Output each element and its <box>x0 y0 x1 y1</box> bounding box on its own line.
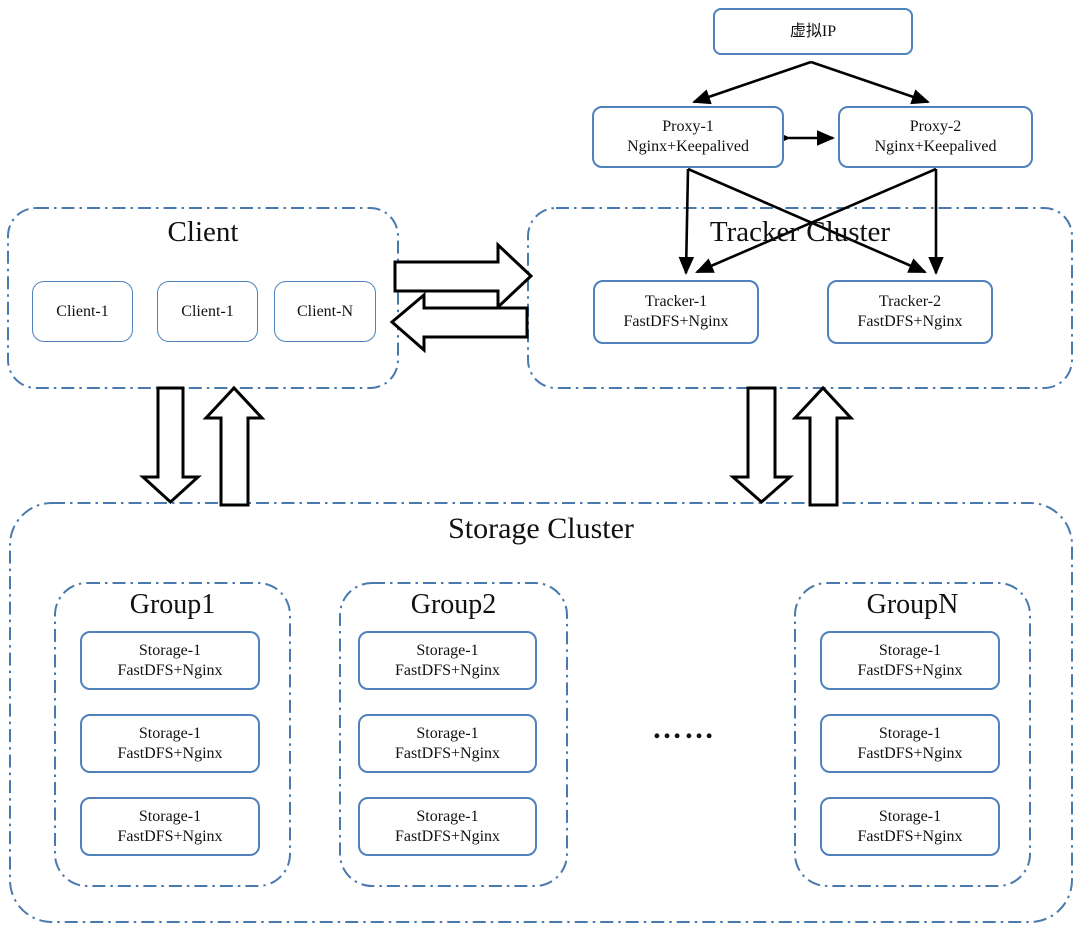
tracker-cluster-outline <box>527 207 1073 389</box>
proxy1-to-tracker1-arrow <box>678 168 695 276</box>
storage-name: Storage-1 <box>878 807 942 825</box>
client-cluster-title: Client <box>167 216 239 248</box>
group2-storage3-node: Storage-1 FastDFS+Nginx <box>358 797 537 856</box>
tracker-to-client-block-arrow <box>389 291 529 354</box>
group1-outline <box>54 582 291 887</box>
virtual-ip-label: 虚拟IP <box>789 22 837 40</box>
storage-name: Storage-1 <box>416 724 479 742</box>
client-to-tracker-block-arrow <box>393 241 534 311</box>
group2-storage1-node: Storage-1 FastDFS+Nginx <box>358 631 537 690</box>
tracker-to-storage-down-block-arrow <box>729 386 794 504</box>
group1-storage1-node: Storage-1 FastDFS+Nginx <box>80 631 260 690</box>
group1-title: Group1 <box>129 589 216 620</box>
proxy2-name: Proxy-2 <box>909 118 962 135</box>
storage-stack: FastDFS+Nginx <box>857 661 963 679</box>
storage-stack: FastDFS+Nginx <box>857 827 963 845</box>
groupN-storage2-node: Storage-1 FastDFS+Nginx <box>820 714 1000 773</box>
tracker1-stack: FastDFS+Nginx <box>623 313 729 330</box>
vip-to-proxy1-arrow <box>692 60 812 105</box>
clientN-label: Client-N <box>297 302 353 320</box>
storage-name: Storage-1 <box>416 807 479 825</box>
client-cluster-outline <box>7 207 399 389</box>
groupN-outline <box>794 582 1031 887</box>
tracker1-node: Tracker-1 FastDFS+Nginx <box>593 280 759 344</box>
storage-to-client-up-block-arrow <box>202 385 266 507</box>
storage-stack: FastDFS+Nginx <box>394 827 501 845</box>
tracker2-stack: FastDFS+Nginx <box>857 313 963 330</box>
virtual-ip-node: 虚拟IP <box>713 8 913 55</box>
proxy2-stack: Nginx+Keepalived <box>874 138 997 155</box>
storage-name: Storage-1 <box>878 724 942 742</box>
tracker2-node: Tracker-2 FastDFS+Nginx <box>827 280 993 344</box>
proxy1-name: Proxy-1 <box>662 118 714 135</box>
storage-stack: FastDFS+Nginx <box>117 744 223 762</box>
more-groups-ellipsis: …… <box>652 712 716 745</box>
group1-storage2-node: Storage-1 FastDFS+Nginx <box>80 714 260 773</box>
client-to-storage-down-block-arrow <box>139 386 202 505</box>
client1-label: Client-1 <box>56 302 109 320</box>
client2-node: Client-1 <box>157 281 258 342</box>
storage-name: Storage-1 <box>878 641 942 659</box>
groupN-title: GroupN <box>866 589 959 620</box>
tracker1-name: Tracker-1 <box>644 293 708 310</box>
tracker-cluster-title: Tracker Cluster <box>709 216 891 248</box>
storage-name: Storage-1 <box>138 724 202 742</box>
proxy1-node: Proxy-1 Nginx+Keepalived <box>592 106 784 168</box>
storage-stack: FastDFS+Nginx <box>857 744 963 762</box>
proxy2-node: Proxy-2 Nginx+Keepalived <box>838 106 1033 168</box>
clientN-node: Client-N <box>274 281 376 342</box>
storage-stack: FastDFS+Nginx <box>117 827 223 845</box>
group2-storage2-node: Storage-1 FastDFS+Nginx <box>358 714 537 773</box>
storage-stack: FastDFS+Nginx <box>117 661 223 679</box>
client1-node: Client-1 <box>32 281 133 342</box>
groupN-storage1-node: Storage-1 FastDFS+Nginx <box>820 631 1000 690</box>
groupN-storage3-node: Storage-1 FastDFS+Nginx <box>820 797 1000 856</box>
group1-storage3-node: Storage-1 FastDFS+Nginx <box>80 797 260 856</box>
storage-to-tracker-up-block-arrow <box>791 385 855 507</box>
storage-stack: FastDFS+Nginx <box>394 744 501 762</box>
storage-cluster-title: Storage Cluster <box>448 512 634 545</box>
vip-to-proxy2-arrow <box>810 60 930 105</box>
storage-name: Storage-1 <box>138 807 202 825</box>
storage-name: Storage-1 <box>138 641 202 659</box>
storage-cluster-outline <box>9 502 1073 923</box>
group2-outline <box>339 582 568 887</box>
proxy2-to-tracker1-arrow <box>695 167 937 274</box>
proxy1-to-tracker2-arrow <box>687 167 927 274</box>
client2-label: Client-1 <box>181 302 234 320</box>
storage-stack: FastDFS+Nginx <box>394 661 501 679</box>
storage-name: Storage-1 <box>416 641 479 659</box>
proxy1-stack: Nginx+Keepalived <box>627 138 749 155</box>
tracker2-name: Tracker-2 <box>878 293 942 310</box>
group2-title: Group2 <box>410 589 497 620</box>
